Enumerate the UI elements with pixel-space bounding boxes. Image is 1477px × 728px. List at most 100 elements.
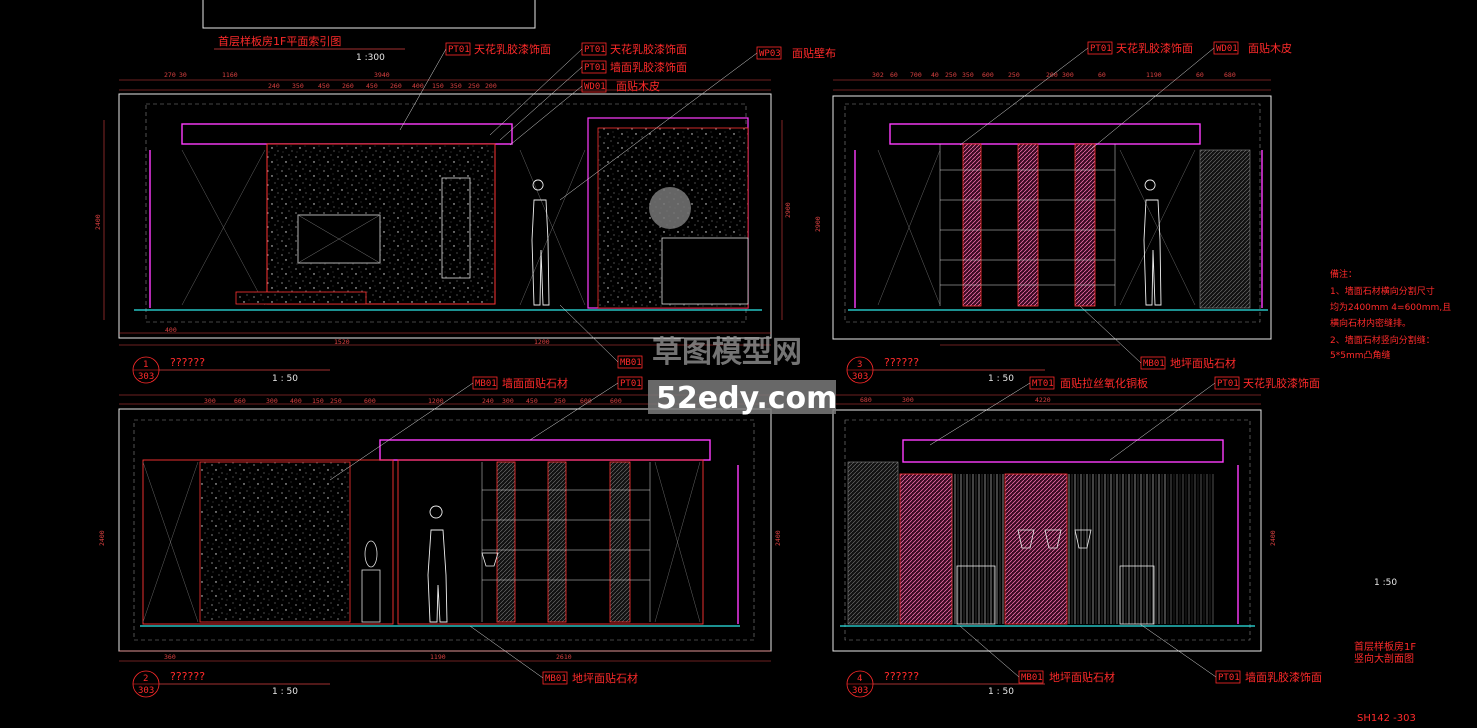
callouts-1: PT01 天花乳胶漆饰面 PT01 天花乳胶漆饰面 PT01 墙面乳胶漆饰面 W…	[399, 42, 836, 369]
svg-text:350: 350	[450, 82, 462, 90]
svg-text:PT01: PT01	[584, 45, 606, 55]
svg-text:300: 300	[902, 396, 914, 404]
svg-text:260: 260	[342, 82, 354, 90]
svg-text:天花乳胶漆饰面: 天花乳胶漆饰面	[474, 42, 551, 56]
svg-text:250: 250	[554, 397, 566, 405]
svg-text:60: 60	[1098, 71, 1106, 79]
svg-text:60: 60	[1196, 71, 1204, 79]
svg-text:PT01: PT01	[1090, 44, 1112, 54]
svg-text:150: 150	[312, 397, 324, 405]
height-dim-4: 2400	[1269, 530, 1277, 546]
svg-text:??????: ??????	[170, 356, 205, 369]
svg-text:300: 300	[204, 397, 216, 405]
svg-text:均为2400mm 4=600mm,且: 均为2400mm 4=600mm,且	[1330, 301, 1451, 313]
svg-text:4220: 4220	[1035, 396, 1051, 404]
svg-text:天花乳胶漆饰面: 天花乳胶漆饰面	[1116, 41, 1193, 55]
height-dim-2b: 2400	[774, 530, 782, 546]
svg-text:2、墙面石材竖向分割缝：: 2、墙面石材竖向分割缝：	[1330, 334, 1435, 346]
svg-text:1 : 50: 1 : 50	[988, 374, 1014, 384]
svg-text:地坪面贴石材: 地坪面贴石材	[572, 671, 638, 685]
svg-text:MB01: MB01	[475, 379, 497, 389]
svg-text:150: 150	[432, 82, 444, 90]
svg-text:360: 360	[164, 653, 176, 661]
svg-text:面贴壁布: 面贴壁布	[792, 46, 836, 60]
svg-text:面贴木皮: 面贴木皮	[1248, 41, 1292, 55]
view-tag-2: 2 303 ?????? 1 : 50	[132, 670, 330, 698]
svg-text:300: 300	[266, 397, 278, 405]
svg-text:1 : 50: 1 : 50	[272, 374, 298, 384]
height-dim-3: 2900	[814, 216, 822, 232]
svg-text:墙面乳胶漆饰面: 墙面乳胶漆饰面	[610, 60, 687, 74]
index-plan-title: 首层样板房1F平面索引图	[218, 34, 341, 48]
svg-text:PT01: PT01	[584, 63, 606, 73]
svg-text:MB01: MB01	[1143, 359, 1165, 369]
svg-text:303: 303	[852, 686, 868, 696]
dimensions-bottom-1: 400 1520 1200	[165, 326, 550, 346]
svg-text:270: 270	[164, 71, 176, 79]
watermark: 草图模型网 52edy.com	[648, 335, 837, 416]
sheet-title-line1: 首层样板房1F	[1354, 640, 1416, 653]
svg-text:4: 4	[857, 674, 862, 684]
svg-text:302: 302	[872, 71, 884, 79]
svg-text:天花乳胶漆饰面: 天花乳胶漆饰面	[1243, 376, 1320, 390]
svg-text:250: 250	[945, 71, 957, 79]
svg-text:備注：: 備注：	[1330, 268, 1357, 280]
svg-text:450: 450	[318, 82, 330, 90]
svg-text:60: 60	[890, 71, 898, 79]
svg-text:30: 30	[179, 71, 187, 79]
svg-text:MB01: MB01	[1021, 673, 1043, 683]
svg-text:墙面面贴石材: 墙面面贴石材	[502, 376, 568, 390]
svg-text:横向石材内密缝排。: 横向石材内密缝排。	[1330, 317, 1411, 329]
svg-text:面贴木皮: 面贴木皮	[616, 79, 660, 93]
svg-text:PT01: PT01	[620, 379, 642, 389]
svg-text:1 : 50: 1 : 50	[988, 687, 1014, 697]
svg-text:2: 2	[143, 674, 148, 684]
side-scale: 1 :50	[1374, 578, 1397, 588]
svg-text:660: 660	[234, 397, 246, 405]
watermark-url: 52edy.com	[656, 381, 837, 416]
svg-text:??????: ??????	[884, 670, 919, 683]
index-plan-frame: 首层样板房1F平面索引图 1 :300	[202, 0, 536, 63]
svg-text:WD01: WD01	[1216, 44, 1238, 54]
dimensions-bottom-2: 360 1190 2610	[164, 653, 572, 661]
elevation-1: 270 30 1160 3940 240 350 450 260 450 260…	[94, 42, 836, 384]
dimensions-top-1: 270 30 1160 3940 240 350 450 260 450 260…	[164, 71, 497, 90]
svg-text:680: 680	[1224, 71, 1236, 79]
svg-text:680: 680	[860, 396, 872, 404]
svg-text:1 : 50: 1 : 50	[272, 687, 298, 697]
svg-text:3: 3	[857, 360, 862, 370]
svg-text:3940: 3940	[374, 71, 390, 79]
svg-text:墙面乳胶漆饰面: 墙面乳胶漆饰面	[1245, 670, 1322, 684]
view-tag-4: 4 303 ?????? 1 : 50	[846, 670, 1045, 698]
svg-text:1190: 1190	[430, 653, 446, 661]
callouts-4: MT01 面贴拉丝氧化铜板 PT01 天花乳胶漆饰面 MB01 地坪面贴石材 P…	[929, 376, 1322, 684]
index-plan-scale: 1 :300	[356, 53, 385, 63]
height-dim-1b: 2900	[784, 202, 792, 218]
svg-text:250: 250	[1008, 71, 1020, 79]
svg-text:PT01: PT01	[1217, 379, 1239, 389]
watermark-box	[648, 380, 836, 414]
svg-text:350: 350	[292, 82, 304, 90]
sheet-number: SH142 -303	[1357, 713, 1416, 724]
svg-text:450: 450	[366, 82, 378, 90]
svg-text:600: 600	[364, 397, 376, 405]
view-tag-3: 3 303 ?????? 1 : 50	[846, 356, 1045, 384]
svg-text:300: 300	[502, 397, 514, 405]
svg-text:1160: 1160	[222, 71, 238, 79]
elevation-4: 680 300 4220 2400 MT01 面贴拉丝氧化铜板 PT01 天花乳…	[832, 376, 1322, 698]
svg-text:300: 300	[1062, 71, 1074, 79]
svg-text:MB01: MB01	[545, 674, 567, 684]
svg-text:400: 400	[290, 397, 302, 405]
svg-text:200: 200	[1046, 71, 1058, 79]
svg-text:1190: 1190	[1146, 71, 1162, 79]
svg-text:??????: ??????	[884, 356, 919, 369]
svg-text:240: 240	[482, 397, 494, 405]
svg-text:1、墙面石材横向分割尺寸: 1、墙面石材横向分割尺寸	[1330, 285, 1435, 297]
svg-text:450: 450	[526, 397, 538, 405]
svg-text:MB01: MB01	[620, 358, 642, 368]
svg-text:PT01: PT01	[1218, 673, 1240, 683]
svg-text:??????: ??????	[170, 670, 205, 683]
general-notes: 備注： 1、墙面石材横向分割尺寸 均为2400mm 4=600mm,且 横向石材…	[1330, 268, 1451, 361]
svg-text:WD01: WD01	[584, 82, 606, 92]
